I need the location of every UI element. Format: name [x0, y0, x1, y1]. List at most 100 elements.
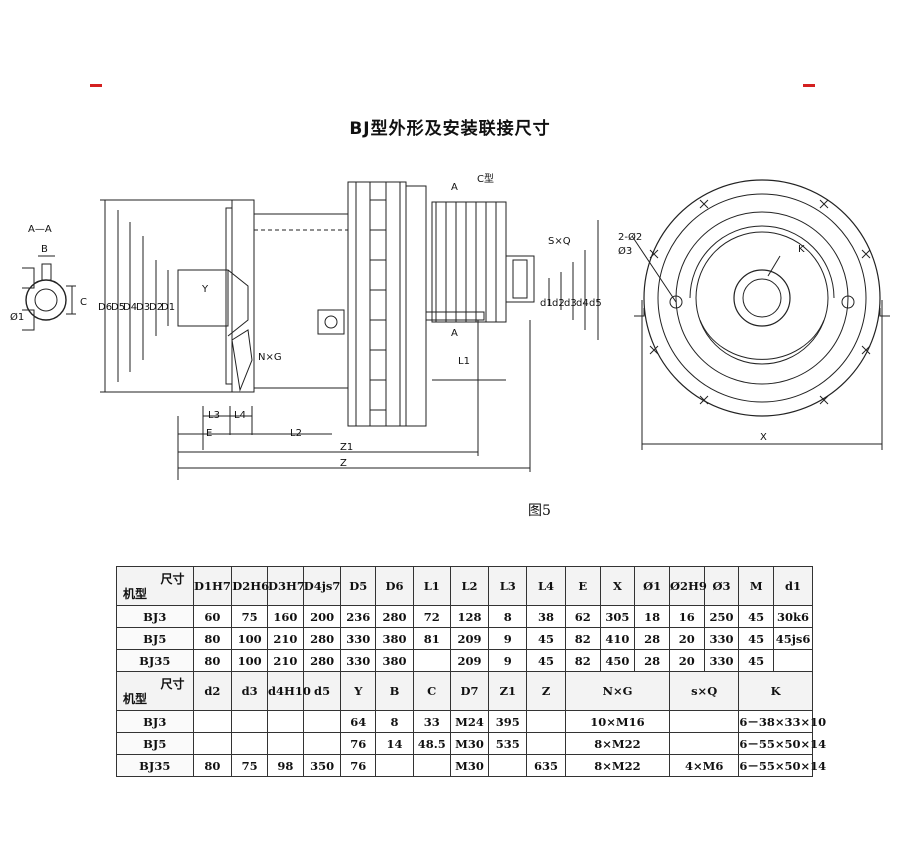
- model-cell: BJ35: [116, 649, 194, 672]
- table-cell: 9: [488, 627, 528, 650]
- table-cell: M24: [449, 710, 490, 733]
- table1-header: L4: [526, 566, 566, 606]
- label-section: A—A: [28, 224, 52, 235]
- table-cell: 330: [703, 627, 740, 650]
- table-cell: 380: [375, 649, 414, 672]
- table-cell: 8: [488, 605, 528, 628]
- table2-header: d2: [192, 671, 233, 711]
- table-cell: 45: [526, 649, 566, 672]
- table-cell: M30: [449, 732, 490, 755]
- label-d4: d4: [576, 298, 589, 309]
- table-cell: [302, 710, 342, 733]
- table-cell: 410: [599, 627, 636, 650]
- table-cell: [302, 732, 342, 755]
- table-cell: 82: [564, 649, 601, 672]
- label-D1: D1: [161, 302, 175, 313]
- label-d1: d1: [540, 298, 553, 309]
- table2-header: s×Q: [668, 671, 740, 711]
- table2-header: C: [412, 671, 451, 711]
- table1-header: X: [599, 566, 636, 606]
- label-Z1: Z1: [340, 442, 353, 453]
- table1-header-row: 尺寸 机型 D1H7 D2H6 D3H7 D4js7 D5 D6 L1 L2 L…: [116, 566, 813, 606]
- label-C: C: [80, 297, 87, 308]
- table-cell: [231, 732, 268, 755]
- label-phi2: 2-Ø2: [618, 231, 642, 243]
- label-Z: Z: [340, 458, 347, 469]
- table2-header: D7: [449, 671, 490, 711]
- table-cell: 330: [340, 627, 377, 650]
- label-A-top: A: [451, 182, 458, 193]
- table2-corner: 尺寸 机型: [116, 671, 194, 711]
- table-cell: 81: [412, 627, 451, 650]
- table1-header: Ø2H9: [668, 566, 707, 606]
- table-cell: 8×M22: [564, 754, 670, 777]
- table-cell: [192, 732, 233, 755]
- table-cell: 209: [449, 627, 490, 650]
- table-cell: 18: [634, 605, 670, 628]
- table2-header: Z: [526, 671, 566, 711]
- table1-header: L2: [449, 566, 490, 606]
- table1-header: E: [564, 566, 601, 606]
- label-D4: D4: [123, 302, 137, 313]
- table1-header: D3H7: [267, 566, 305, 606]
- table-cell: 350: [302, 754, 342, 777]
- front-view: [631, 179, 890, 450]
- table2-header: d4H10: [267, 671, 311, 711]
- table-cell: 30k6: [773, 605, 813, 628]
- label-d3: d3: [564, 298, 577, 309]
- label-E: E: [206, 428, 212, 439]
- label-B: B: [41, 244, 48, 255]
- table2-header: d5: [302, 671, 342, 711]
- table1-corner: 尺寸 机型: [116, 566, 194, 606]
- table-cell: 330: [703, 649, 740, 672]
- table1-header: L1: [412, 566, 451, 606]
- table1-header: d1: [773, 566, 813, 606]
- model-cell: BJ3: [116, 605, 194, 628]
- label-d5: d5: [589, 298, 602, 309]
- table-cell: [773, 649, 813, 672]
- table-row: BJ35 80 75 98 350 76 M30 635 8×M22 4×M6 …: [116, 754, 826, 777]
- label-SxQ: S×Q: [548, 236, 571, 247]
- table-cell: 80: [192, 627, 233, 650]
- table-cell: 280: [302, 649, 342, 672]
- table-cell: [192, 710, 233, 733]
- model-cell: BJ5: [116, 627, 194, 650]
- table-cell: [412, 754, 451, 777]
- table-cell: 100: [231, 649, 268, 672]
- label-L1: L1: [458, 356, 470, 367]
- label-C-type: C型: [477, 172, 494, 185]
- table-row: BJ5 76 14 48.5 M30 535 8×M22 6－55×50×14: [116, 732, 826, 755]
- table-cell: 80: [192, 649, 233, 672]
- label-X: X: [760, 432, 767, 443]
- table-row: BJ35 80 100 210 280 330 380 209 9 45 82 …: [116, 649, 813, 672]
- table-row: BJ3 60 75 160 200 236 280 72 128 8 38 62…: [116, 605, 813, 628]
- table-cell: 33: [412, 710, 451, 733]
- table-cell: 76: [340, 732, 377, 755]
- table-cell: 28: [634, 627, 670, 650]
- table-cell: 250: [703, 605, 740, 628]
- label-L4: L4: [234, 410, 246, 421]
- table-cell: 48.5: [412, 732, 451, 755]
- table-cell: 128: [449, 605, 490, 628]
- table-cell: 28: [634, 649, 670, 672]
- table-cell: 75: [231, 754, 268, 777]
- table-cell: 4×M6: [668, 754, 740, 777]
- page-title: BJ型外形及安装联接尺寸: [349, 119, 551, 139]
- table-cell: 38: [526, 605, 566, 628]
- label-phi1: Ø1: [10, 311, 24, 323]
- table-cell: [412, 649, 451, 672]
- table1-header: M: [738, 566, 775, 606]
- table-cell: 200: [302, 605, 342, 628]
- label-phi3: Ø3: [618, 245, 632, 257]
- label-Y: Y: [201, 284, 209, 295]
- table-cell: 395: [488, 710, 528, 733]
- table2-header: Y: [340, 671, 377, 711]
- table-cell: 210: [267, 649, 304, 672]
- table-cell: 305: [599, 605, 636, 628]
- label-A-bottom: A: [451, 328, 458, 339]
- table-cell: 8: [375, 710, 414, 733]
- table-cell: 330: [340, 649, 377, 672]
- table-cell: [668, 732, 740, 755]
- table-cell: 20: [668, 649, 705, 672]
- table-cell: 45: [738, 649, 775, 672]
